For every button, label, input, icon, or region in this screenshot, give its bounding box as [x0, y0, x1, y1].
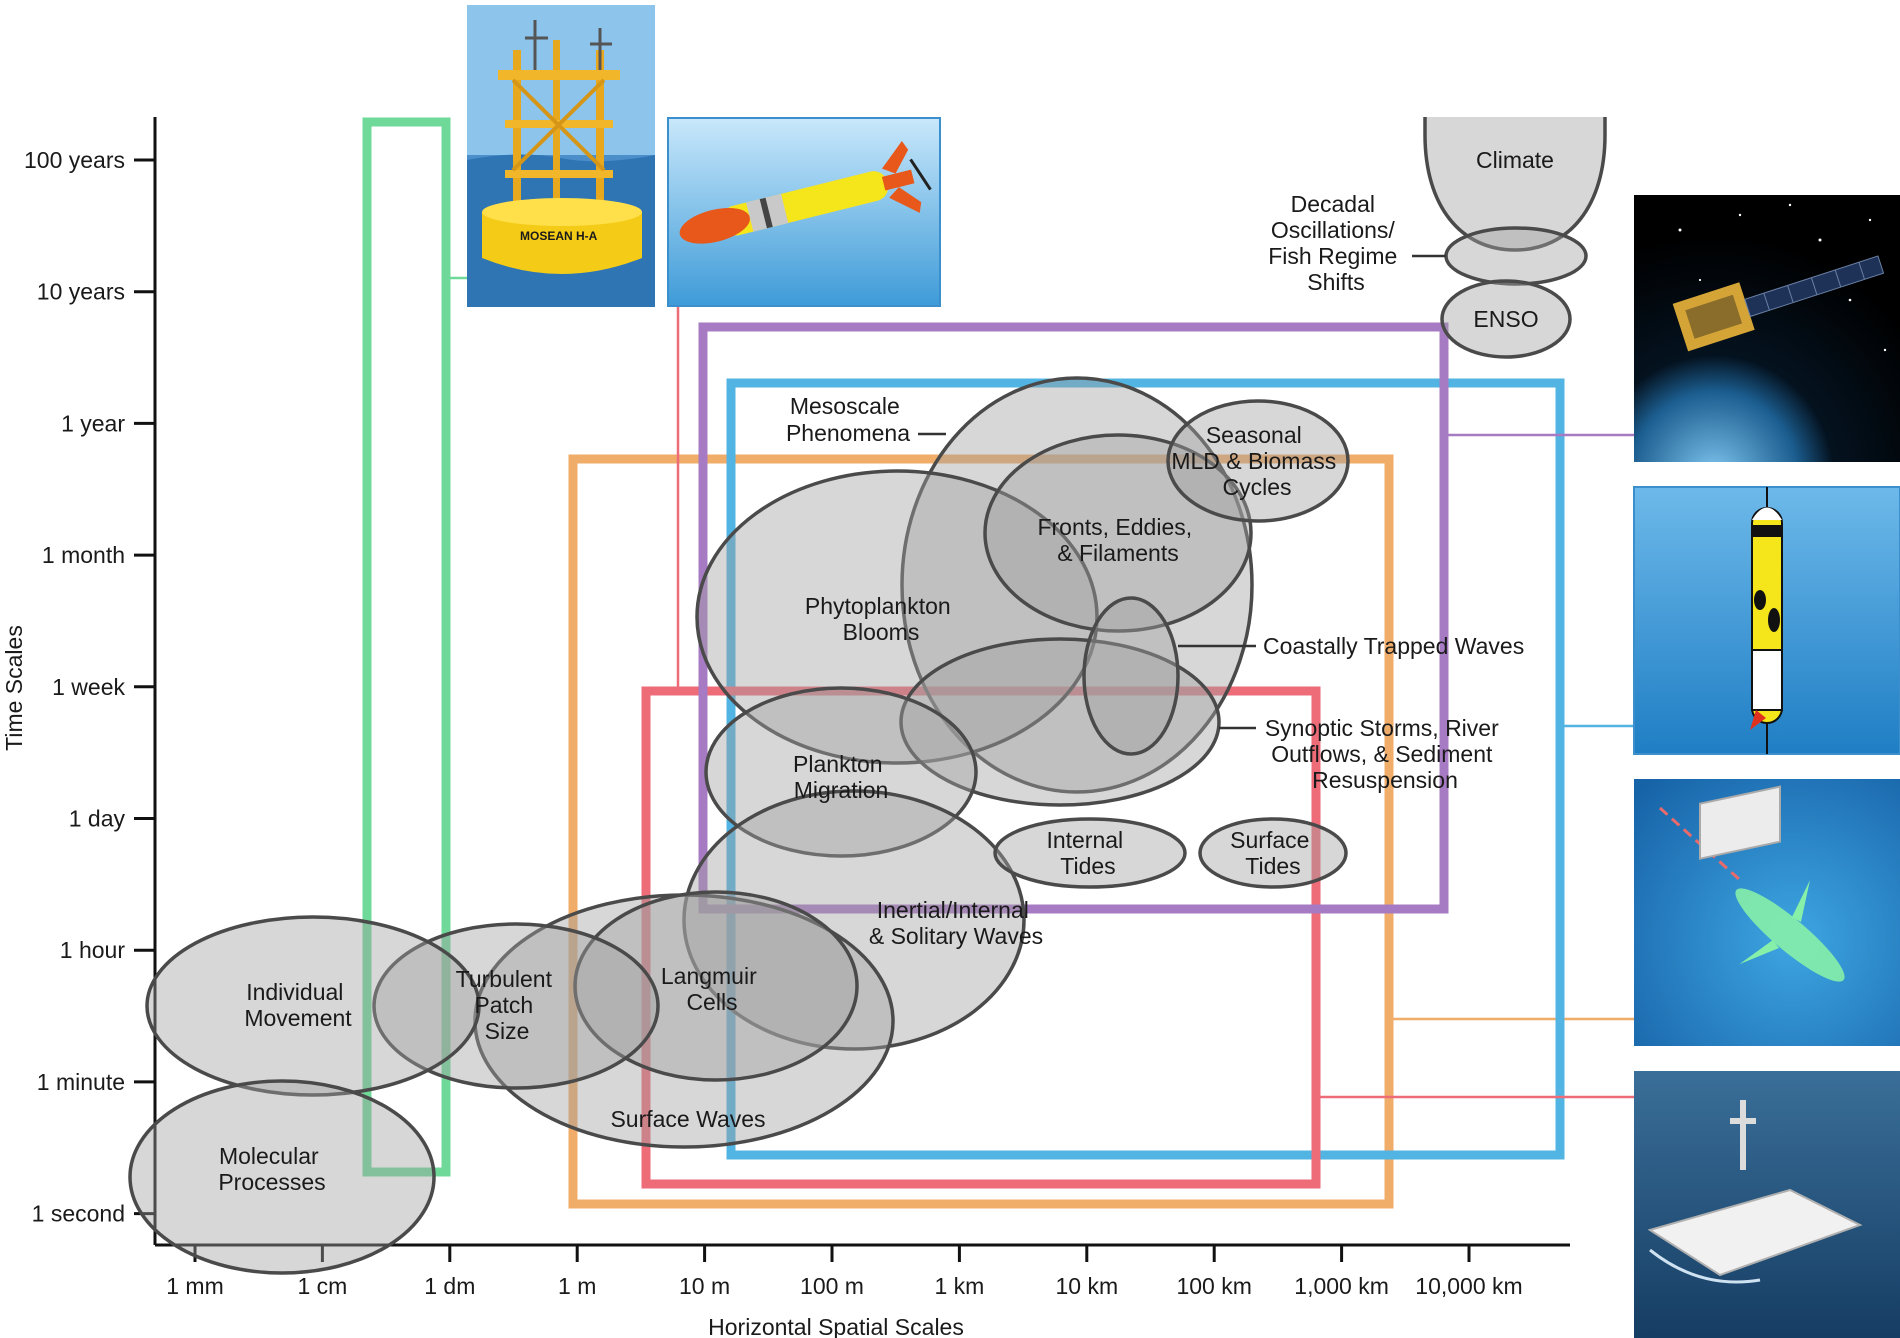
x-tick-label: 100 km [1176, 1273, 1251, 1299]
x-tick-label: 100 m [800, 1273, 864, 1299]
internal-tides-ellipse [993, 817, 1187, 889]
x-tick-label: 10,000 km [1415, 1273, 1522, 1299]
x-axis-ticks: 1 mm 1 cm 1 dm 1 m 10 m 100 m 1 km 10 km 100 km 1… [166, 1245, 1523, 1299]
x-tick-label: 1,000 km [1294, 1273, 1389, 1299]
axes: 100 years 10 years 1 year 1 month 1 week 1 da… [1, 117, 1570, 1338]
langmuir-label: Langmuir Cells [661, 963, 763, 1015]
turbulent-ellipse [372, 922, 660, 1090]
auv-leader-line [676, 306, 1634, 1099]
y-tick-label: 1 month [42, 542, 125, 568]
satellite-coverage-box [698, 322, 1449, 914]
internal-tides-label: Internal Tides [1046, 827, 1129, 879]
platform-boxes [362, 117, 1634, 1209]
molecular-label: Molecular Processes [218, 1143, 325, 1195]
climate-ellipse [1423, 117, 1607, 252]
decadal-label: Decadal Oscillations/ Fish Regime Shifts [1268, 191, 1404, 295]
y-tick-label: 1 hour [60, 937, 126, 963]
ship-photo [1634, 785, 1900, 1338]
buoy-photo: MOSEAN H-A [467, 5, 655, 307]
auv-photo [667, 117, 941, 307]
inertial-ellipse [682, 789, 1026, 1051]
coastal-ellipse [1082, 596, 1180, 756]
x-axis-title: Horizontal Spatial Scales [708, 1314, 964, 1338]
y-axis-title: Time Scales [1, 625, 27, 751]
individual-ellipse [145, 915, 481, 1097]
glider-photo [1633, 486, 1900, 755]
phytoplankton-label: Phytoplankton Blooms [805, 593, 957, 645]
surface-tides-label: Surface Tides [1230, 827, 1316, 879]
fronts-ellipse [983, 433, 1253, 633]
auv-coverage-box [641, 686, 1321, 1189]
phytoplankton-ellipse [695, 469, 1099, 765]
x-tick-label: 1 dm [424, 1273, 475, 1299]
fronts-label: Fronts, Eddies, & Filaments [1037, 514, 1198, 566]
float-coverage-box [568, 454, 1394, 1209]
process-ellipses [128, 117, 1607, 1275]
mesoscale-label: Mesoscale Phenomena [786, 393, 910, 446]
y-tick-label: 10 years [37, 279, 125, 305]
x-tick-label: 1 m [558, 1273, 596, 1299]
y-tick-label: 1 day [69, 806, 126, 832]
langmuir-ellipse [573, 890, 859, 1082]
synoptic-label: Synoptic Storms, River Outflows, & Sedim… [1265, 715, 1505, 793]
climate-label: Climate [1476, 147, 1554, 173]
x-tick-label: 1 cm [297, 1273, 347, 1299]
surface-waves-label: Surface Waves [610, 1106, 765, 1132]
mesoscale-ellipse [900, 376, 1254, 794]
y-tick-label: 100 years [24, 147, 125, 173]
satellite-photo [1634, 195, 1900, 462]
y-tick-label: 1 minute [37, 1069, 125, 1095]
seasonal-ellipse [1166, 399, 1350, 523]
coastal-label: Coastally Trapped Waves [1263, 633, 1524, 659]
plankton-migration-label: Plankton Migration [793, 751, 889, 803]
label-leaders [918, 254, 1446, 730]
buoy-marking: MOSEAN H-A [520, 229, 598, 243]
x-tick-label: 10 m [679, 1273, 730, 1299]
y-tick-label: 1 week [52, 674, 125, 700]
individual-label: Individual Movement [244, 979, 352, 1031]
y-axis-ticks: 100 years 10 years 1 year 1 month 1 week 1 da… [24, 147, 155, 1227]
x-tick-label: 1 km [934, 1273, 984, 1299]
y-tick-label: 1 second [32, 1201, 125, 1227]
plankton-migration-ellipse [704, 686, 978, 858]
enso-label: ENSO [1473, 306, 1538, 332]
mooring-coverage-box [362, 117, 451, 1177]
seasonal-label: Seasonal MLD & Biomass Cycles [1171, 422, 1342, 500]
inertial-label: Inertial/Internal & Solitary Waves [869, 897, 1043, 949]
x-tick-label: 1 mm [166, 1273, 224, 1299]
decadal-ellipse [1444, 226, 1588, 286]
glider-coverage-box [726, 378, 1565, 1160]
surface-tides-ellipse [1198, 817, 1348, 889]
enso-ellipse [1440, 279, 1572, 359]
synoptic-ellipse [899, 637, 1221, 807]
process-labels: Climate Decadal Oscillations/ Fish Regim… [218, 147, 1554, 1195]
y-tick-label: 1 year [61, 410, 125, 436]
x-tick-label: 10 km [1055, 1273, 1118, 1299]
molecular-ellipse [128, 1079, 436, 1275]
turbulent-label: Turbulent Patch Size [456, 966, 559, 1044]
